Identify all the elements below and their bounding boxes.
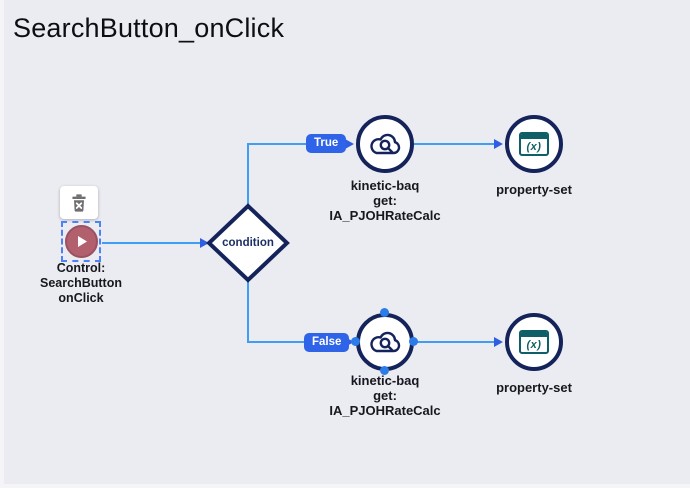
edge-control-to-condition — [102, 238, 209, 248]
property-set-icon: (x) — [519, 330, 549, 354]
delete-node-button[interactable] — [60, 186, 98, 219]
control-label-line: onClick — [58, 291, 104, 305]
cloud-search-icon — [370, 331, 401, 352]
node-label-line: get: — [373, 388, 397, 403]
canvas-edge-left — [0, 0, 4, 488]
property-set-glyph: (x) — [526, 338, 542, 351]
control-node-label: Control: SearchButton onClick — [21, 261, 141, 306]
trash-icon — [72, 193, 86, 212]
kinetic-baq-label-true: kinetic-baq get: IA_PJOHRateCalc — [310, 178, 460, 223]
connection-dot-left[interactable] — [351, 337, 360, 346]
connection-dot-top[interactable] — [380, 308, 389, 317]
branch-false-badge: False — [304, 333, 350, 352]
node-label-line: kinetic-baq — [350, 178, 420, 193]
property-set-node-true[interactable]: (x) — [505, 115, 563, 173]
property-set-label-true: property-set — [496, 182, 572, 197]
control-label-line: SearchButton — [40, 276, 122, 290]
condition-label: condition — [222, 237, 274, 249]
kinetic-baq-node-false[interactable] — [356, 313, 414, 371]
control-node[interactable] — [61, 221, 101, 262]
node-label-line: get: — [373, 193, 397, 208]
edge-kinetic-false-to-property — [414, 337, 503, 347]
diamond-shape — [206, 203, 290, 283]
play-icon — [64, 225, 98, 258]
property-set-glyph: (x) — [526, 140, 542, 153]
property-set-label-false: property-set — [496, 380, 572, 395]
condition-node[interactable]: condition — [206, 203, 290, 283]
kinetic-baq-node-true[interactable] — [356, 115, 414, 173]
node-label-line: IA_PJOHRateCalc — [329, 208, 441, 223]
canvas-edge-bottom — [0, 484, 690, 488]
node-label-line: IA_PJOHRateCalc — [329, 403, 441, 418]
kinetic-baq-label-false: kinetic-baq get: IA_PJOHRateCalc — [310, 373, 460, 418]
branch-true-badge: True — [306, 134, 347, 153]
control-label-line: Control: — [56, 261, 106, 275]
cloud-search-icon — [370, 133, 401, 154]
node-label-line: kinetic-baq — [350, 373, 420, 388]
page-title: SearchButton_onClick — [13, 13, 285, 43]
property-set-node-false[interactable]: (x) — [505, 313, 563, 371]
edge-kinetic-true-to-property — [414, 139, 503, 149]
connection-dot-right[interactable] — [409, 337, 418, 346]
connection-dot-bottom[interactable] — [380, 366, 389, 375]
property-set-icon: (x) — [519, 132, 549, 156]
